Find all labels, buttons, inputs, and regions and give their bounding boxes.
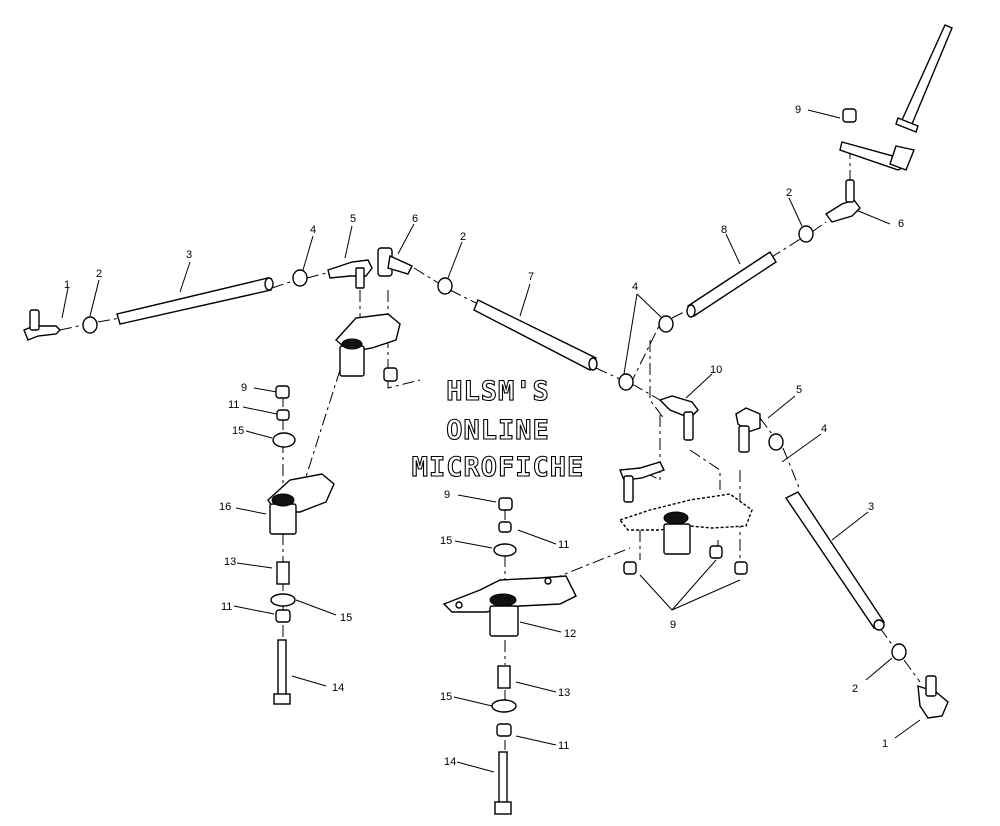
jam-nut: [437, 277, 453, 295]
callout-9: 9: [241, 382, 247, 394]
washer: [493, 543, 517, 557]
callout-9: 9: [795, 104, 801, 116]
washer-small: [498, 521, 512, 533]
tie-rod-right-upper: [686, 251, 777, 318]
jam-nut: [768, 433, 784, 451]
tie-rod-end-left: [23, 309, 61, 341]
watermark: HLSM'S ONLINE MICROFICHE: [411, 375, 585, 483]
watermark-line-1: HLSM'S: [446, 376, 550, 407]
idler-bracket: [618, 493, 753, 555]
callout-12: 12: [564, 628, 576, 640]
callout-16: 16: [219, 501, 231, 513]
callout-10: 10: [710, 364, 722, 376]
callout-6: 6: [412, 213, 418, 225]
callout-4: 4: [632, 281, 638, 293]
callout-1: 1: [64, 279, 70, 291]
callout-14: 14: [444, 756, 456, 768]
jam-nut: [292, 269, 308, 287]
callout-2: 2: [786, 187, 792, 199]
bolt: [273, 639, 291, 705]
lock-nut: [275, 385, 290, 399]
rod-end: [327, 259, 373, 289]
jam-nut: [798, 225, 814, 243]
bushing: [276, 561, 290, 585]
callout-8: 8: [721, 224, 727, 236]
callout-labels: 1 2 3 4 5 6 2 7 4 8 9 2 6 10 5 4 3 2 1 9…: [64, 104, 904, 768]
lock-nut: [734, 561, 748, 575]
assembly-centerlines: [59, 150, 921, 750]
watermark-line-3: MICROFICHE: [412, 452, 585, 483]
callout-5: 5: [350, 213, 356, 225]
rod-end: [735, 407, 761, 453]
callout-14: 14: [332, 682, 344, 694]
lock-nut: [842, 108, 857, 123]
leader-lines: [61, 109, 921, 773]
callout-5: 5: [796, 384, 802, 396]
jam-nut: [891, 643, 907, 661]
callout-2: 2: [852, 683, 858, 695]
jam-nut: [658, 315, 674, 333]
washer-small: [496, 723, 512, 737]
idler-arm-upper: [334, 313, 401, 377]
tie-rod-left: [116, 277, 274, 325]
pitman-arm-12: [442, 575, 577, 637]
callout-4: 4: [310, 224, 316, 236]
washer: [270, 593, 296, 607]
callout-11: 11: [228, 399, 239, 411]
callout-2: 2: [460, 231, 466, 243]
callout-3: 3: [186, 249, 192, 261]
callout-15: 15: [232, 425, 244, 437]
lock-nut: [498, 497, 513, 511]
tie-rod-end-right: [917, 675, 949, 719]
washer-small: [276, 409, 290, 421]
callout-9: 9: [444, 489, 450, 501]
rod-end: [619, 461, 665, 503]
callout-13: 13: [558, 687, 570, 699]
callout-15: 15: [340, 612, 352, 624]
washer: [272, 432, 296, 448]
callout-1: 1: [882, 738, 888, 750]
watermark-line-2: ONLINE: [446, 415, 550, 446]
callout-6: 6: [898, 218, 904, 230]
lock-nut: [383, 367, 398, 382]
washer: [491, 699, 517, 713]
washer-small: [275, 609, 291, 623]
callout-11: 11: [221, 601, 232, 613]
callout-15: 15: [440, 535, 452, 547]
callout-11: 11: [558, 539, 569, 551]
steering-shaft: [839, 24, 953, 171]
lock-nut: [623, 561, 637, 575]
bushing: [497, 665, 511, 689]
callout-11: 11: [558, 740, 569, 752]
callout-7: 7: [528, 271, 534, 283]
bolt: [494, 751, 512, 815]
callout-4: 4: [821, 423, 827, 435]
rod-end: [824, 179, 861, 223]
center-tie-rod: [473, 299, 598, 371]
callout-15: 15: [440, 691, 452, 703]
jam-nut: [618, 373, 634, 391]
rod-end: [377, 247, 413, 277]
callout-13: 13: [224, 556, 236, 568]
jam-nut: [82, 316, 98, 334]
idler-arm-16: [267, 473, 335, 535]
callout-2: 2: [96, 268, 102, 280]
lock-nut: [709, 545, 723, 559]
rod-end: [658, 395, 699, 441]
callout-9: 9: [670, 619, 676, 631]
callout-3: 3: [868, 501, 874, 513]
tie-rod-right: [784, 491, 885, 631]
